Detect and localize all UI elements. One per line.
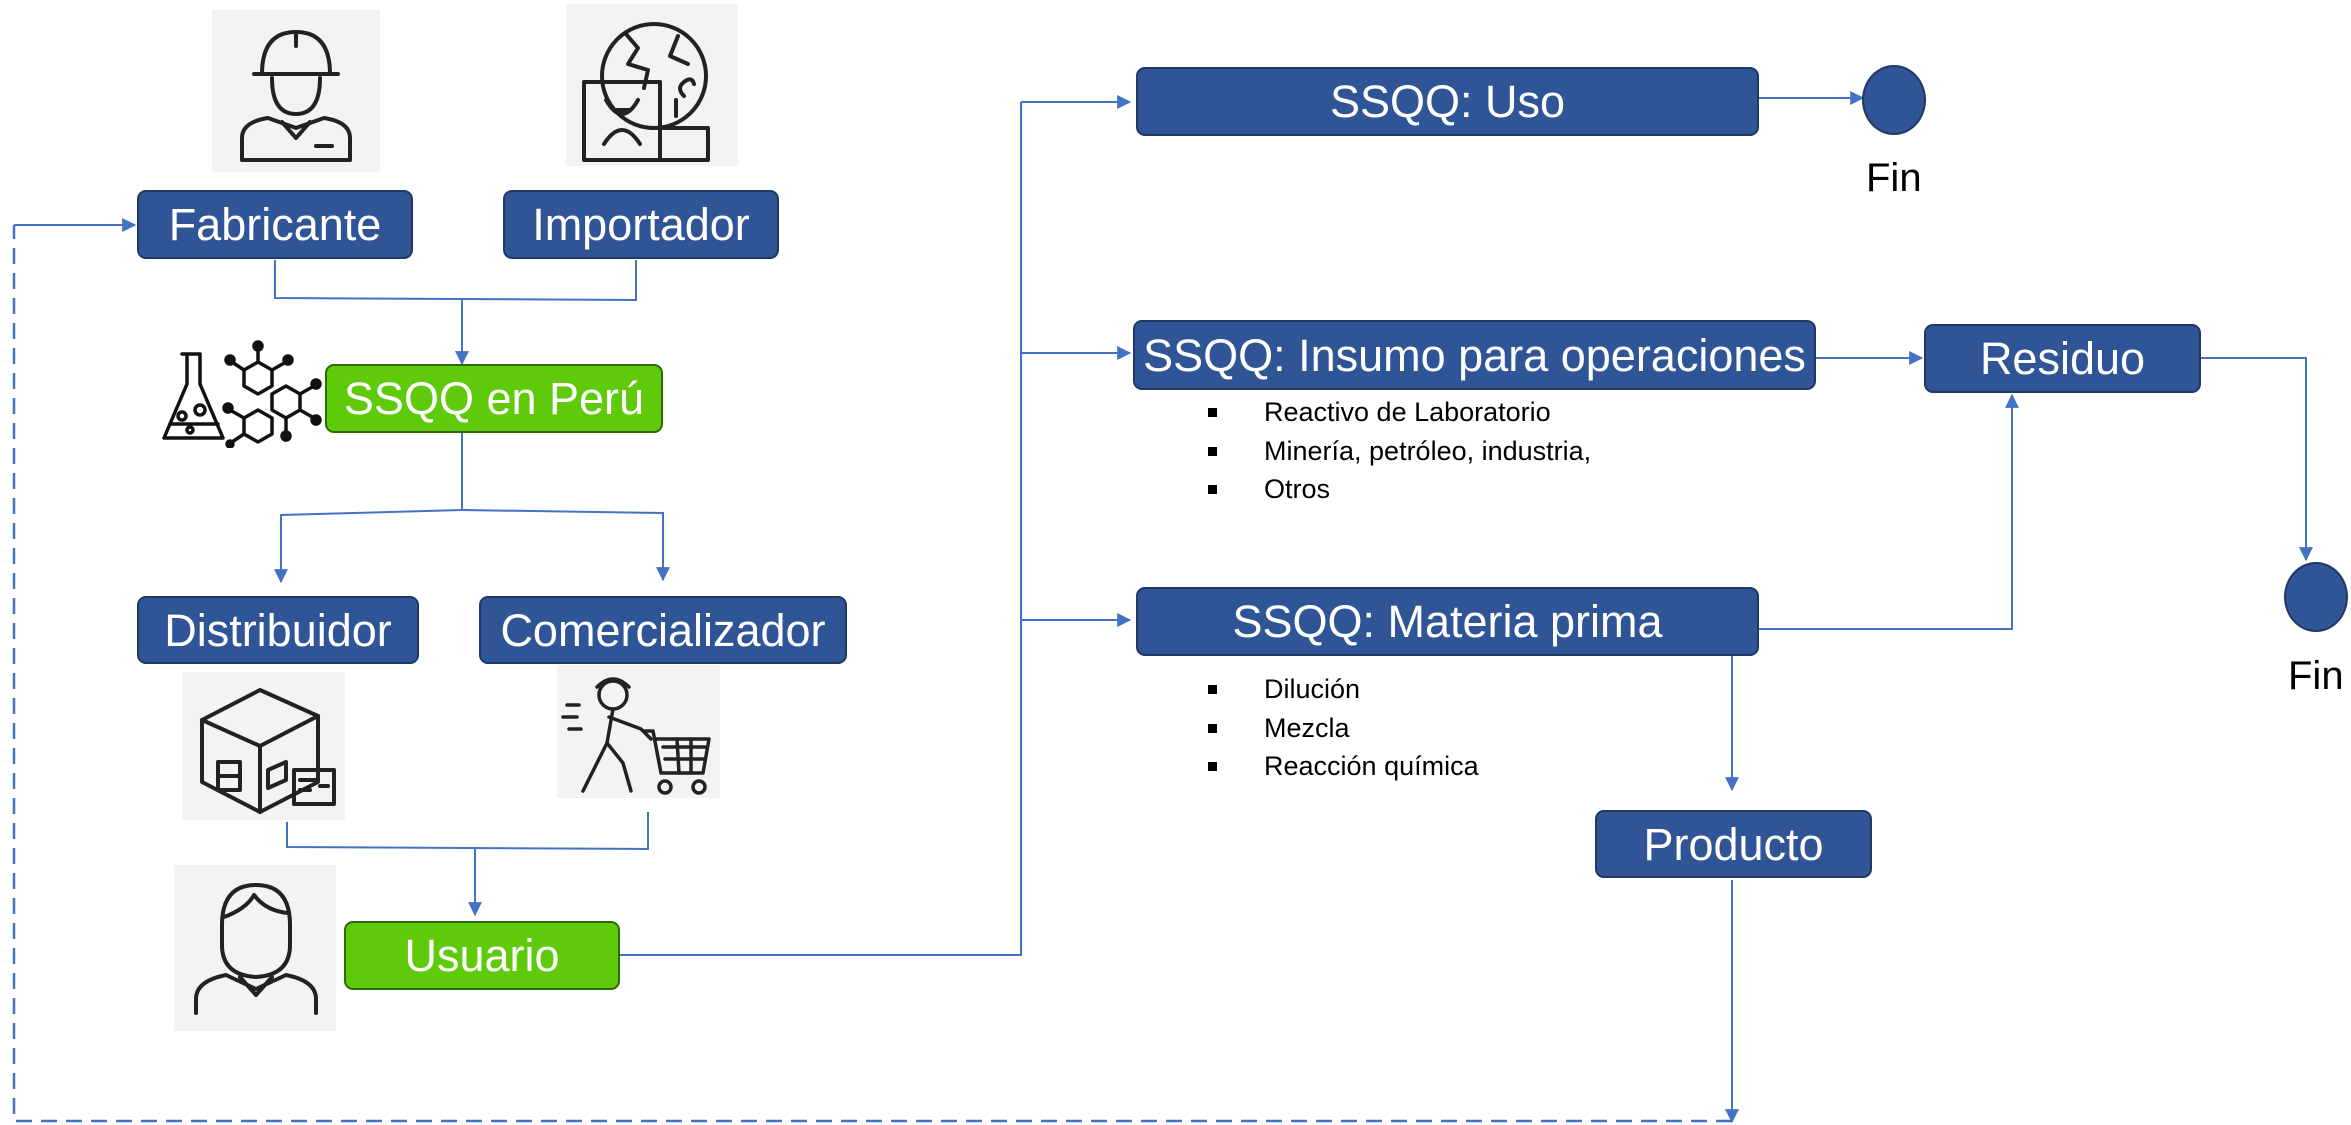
list-item: Reactivo de Laboratorio xyxy=(1208,393,1591,432)
ssqq-uso-box: SSQQ: Uso xyxy=(1136,67,1759,136)
end-circle-uso xyxy=(1862,65,1926,135)
list-item: Dilución xyxy=(1208,670,1479,709)
connector-usuario-merge xyxy=(286,812,649,851)
connector-materia-residuo xyxy=(1759,393,2019,630)
connector-split-comercializador xyxy=(461,509,670,582)
end-circle-residuo xyxy=(2284,562,2348,632)
list-item: Mezcla xyxy=(1208,709,1479,748)
list-item: Minería, petróleo, industria, xyxy=(1208,432,1591,471)
comercializador-box: Comercializador xyxy=(479,596,847,664)
connector-feedback-loop xyxy=(12,225,1732,1123)
fabricante-box: Fabricante xyxy=(137,190,413,259)
connector-fabricante-merge xyxy=(274,260,637,302)
importador-box: Importador xyxy=(503,190,779,259)
usuario-box: Usuario xyxy=(344,921,620,990)
list-item: Otros xyxy=(1208,470,1591,509)
connector-split-distribuidor xyxy=(274,509,463,584)
ssqq-materia-prima-box: SSQQ: Materia prima xyxy=(1136,587,1759,656)
distribuidor-box: Distribuidor xyxy=(137,596,419,664)
ssqq-peru-box: SSQQ en Perú xyxy=(325,364,663,433)
materia-items-list: Dilución Mezcla Reacción química xyxy=(1208,670,1479,786)
connector-usuario-out xyxy=(620,102,1022,956)
insumo-items-list: Reactivo de Laboratorio Minería, petróle… xyxy=(1208,393,1591,509)
globe-with-shipping-box-icon xyxy=(566,4,738,166)
user-avatar-icon xyxy=(174,865,336,1031)
producto-box: Producto xyxy=(1595,810,1872,878)
person-pushing-cart-icon xyxy=(557,665,720,798)
residuo-box: Residuo xyxy=(1924,324,2201,393)
worker-with-helmet-icon xyxy=(212,10,380,172)
lab-flask-and-molecule-icon xyxy=(160,340,328,449)
list-item: Reacción química xyxy=(1208,747,1479,786)
connector-residuo-fin xyxy=(2201,357,2313,562)
warehouse-icon xyxy=(182,672,345,820)
ssqq-insumo-box: SSQQ: Insumo para operaciones xyxy=(1133,320,1816,390)
fin-label-uso: Fin xyxy=(1866,156,1922,200)
fin-label-residuo: Fin xyxy=(2288,654,2344,698)
